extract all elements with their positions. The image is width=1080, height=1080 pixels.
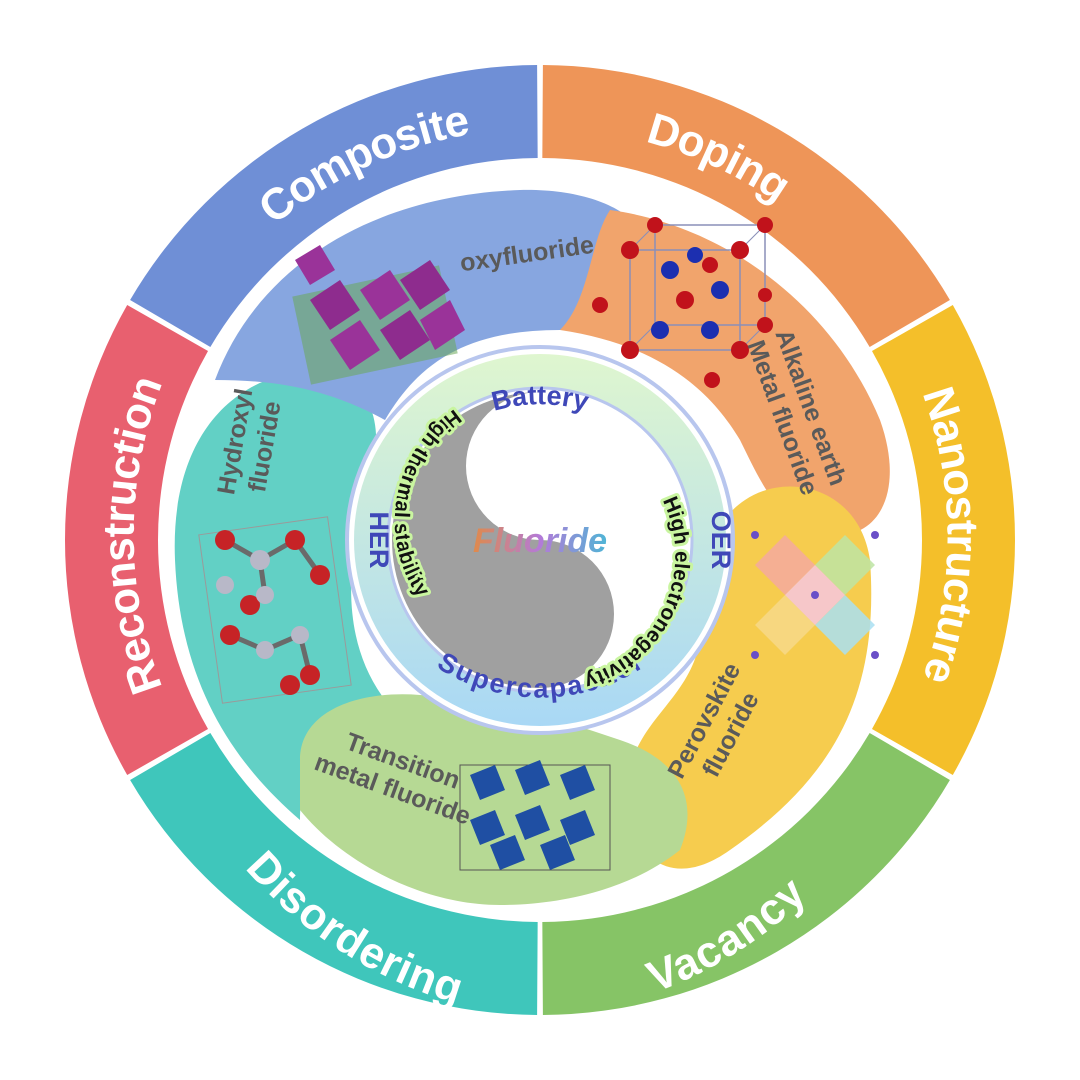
hydroxyl-crystal-icon <box>198 516 352 704</box>
central-hub <box>345 345 735 735</box>
outer-ring <box>64 65 1015 1015</box>
oxyfluoride-crystal-icon <box>292 245 465 385</box>
perovskite-crystal-icon <box>751 531 879 659</box>
transition-metal-crystal-icon <box>459 760 611 871</box>
petal-hydroxyl-fluoride <box>174 371 385 820</box>
petal-transition-metal-fluoride <box>300 694 688 905</box>
alkaline-crystal-icon <box>592 217 773 388</box>
app-label-her: HER <box>364 511 394 568</box>
segment-disordering <box>130 733 538 1015</box>
segment-doping <box>542 65 950 347</box>
app-label-oer: OER <box>706 511 736 570</box>
petal-alkaline-earth-metal-fluoride <box>560 210 890 536</box>
segment-reconstruction <box>64 305 209 775</box>
segment-composite <box>130 65 538 347</box>
center-label-fluoride: Fluoride <box>473 522 607 560</box>
crystal-structures <box>198 217 879 871</box>
segment-vacancy <box>542 733 950 1015</box>
segment-nanostructure <box>871 305 1015 775</box>
yin-yang-icon <box>392 392 688 688</box>
